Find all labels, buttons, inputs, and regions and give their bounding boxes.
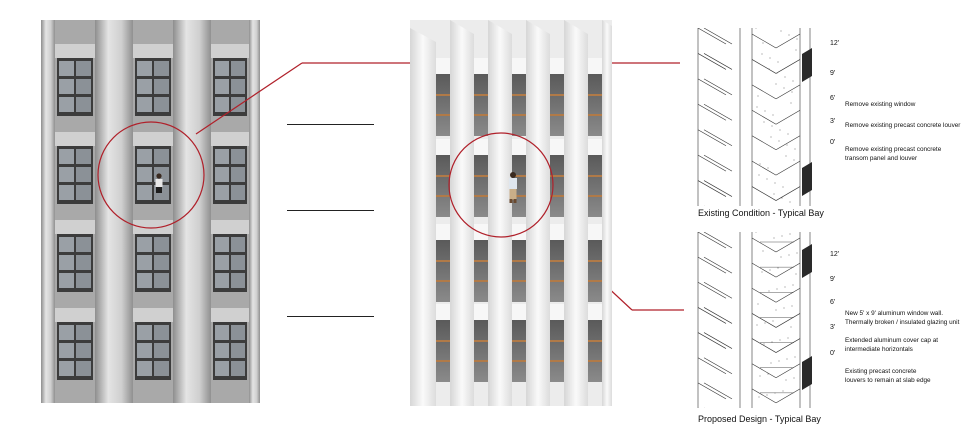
level-rule-middle bbox=[287, 210, 374, 211]
existing-level-label: 6' bbox=[830, 95, 836, 102]
proposed-level-label: 12' bbox=[830, 251, 840, 258]
proposed-note: louvers to remain at slab edge bbox=[845, 377, 931, 384]
existing-level-label: 9' bbox=[830, 70, 836, 77]
level-rule-bottom bbox=[287, 316, 374, 317]
existing-note: Remove existing precast concrete bbox=[845, 146, 942, 153]
proposed-bay-drawing bbox=[690, 232, 825, 408]
existing-level-label: 3' bbox=[830, 118, 836, 125]
existing-note: transom panel and louver bbox=[845, 155, 918, 162]
proposed-note: Thermally broken / insulated glazing uni… bbox=[845, 319, 960, 326]
existing-bay-drawing bbox=[690, 28, 825, 206]
existing-note: Remove existing precast concrete louver bbox=[845, 122, 961, 129]
proposed-note: New 5' x 9' aluminum window wall. bbox=[845, 310, 943, 317]
level-rule-top bbox=[287, 124, 374, 125]
existing-note: Remove existing window bbox=[845, 101, 916, 108]
existing-level-label: 0' bbox=[830, 139, 836, 146]
proposed-level-label: 0' bbox=[830, 350, 836, 357]
proposed-caption: Proposed Design - Typical Bay bbox=[698, 414, 821, 424]
proposed-level-label: 9' bbox=[830, 276, 836, 283]
proposed-note: Existing precast concrete bbox=[845, 368, 917, 375]
person-figure-render bbox=[509, 172, 517, 203]
existing-level-label: 12' bbox=[830, 40, 840, 47]
person-figure-photo bbox=[155, 173, 163, 193]
proposed-note: intermediate horizontals bbox=[845, 346, 913, 353]
existing-facade-photo bbox=[41, 20, 260, 403]
proposed-note: Extended aluminum cover cap at bbox=[845, 337, 939, 344]
callout-circle-photo bbox=[97, 121, 205, 229]
existing-caption: Existing Condition - Typical Bay bbox=[698, 208, 824, 218]
proposed-facade-rendering bbox=[410, 20, 612, 406]
proposed-level-label: 6' bbox=[830, 299, 836, 306]
proposed-level-label: 3' bbox=[830, 324, 836, 331]
callout-circle-render bbox=[448, 132, 554, 238]
